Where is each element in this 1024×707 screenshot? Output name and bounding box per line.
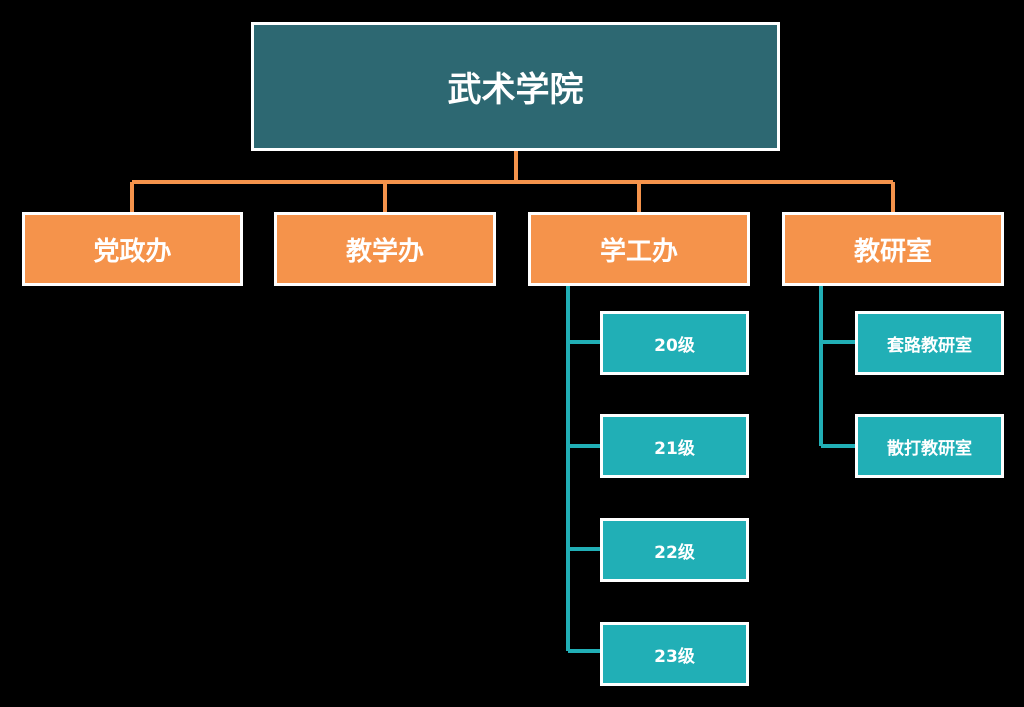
section-label: 散打教研室: [887, 438, 972, 459]
root-node: 武术学院: [251, 22, 780, 151]
section-node-taolu: 套路教研室: [855, 311, 1004, 375]
dept-label: 学工办: [599, 236, 678, 267]
grade-label: 22级: [654, 542, 695, 563]
root-label: 武术学院: [447, 70, 584, 110]
dept-label: 党政办: [93, 236, 172, 267]
grade-label: 23级: [654, 646, 695, 667]
dept-node-jiaoxue: 教学办: [274, 212, 496, 286]
section-label: 套路教研室: [887, 335, 972, 356]
dept-node-dangzheng: 党政办: [22, 212, 243, 286]
grade-node-20: 20级: [600, 311, 749, 375]
dept-label: 教学办: [345, 236, 424, 267]
grade-node-22: 22级: [600, 518, 749, 582]
dept-label: 教研室: [853, 236, 932, 267]
dept-node-jiaoyan: 教研室: [782, 212, 1004, 286]
dept-node-xuegong: 学工办: [528, 212, 750, 286]
grade-node-21: 21级: [600, 414, 749, 478]
grade-node-23: 23级: [600, 622, 749, 686]
section-node-sanda: 散打教研室: [855, 414, 1004, 478]
grade-label: 20级: [654, 335, 695, 356]
grade-label: 21级: [654, 438, 695, 459]
